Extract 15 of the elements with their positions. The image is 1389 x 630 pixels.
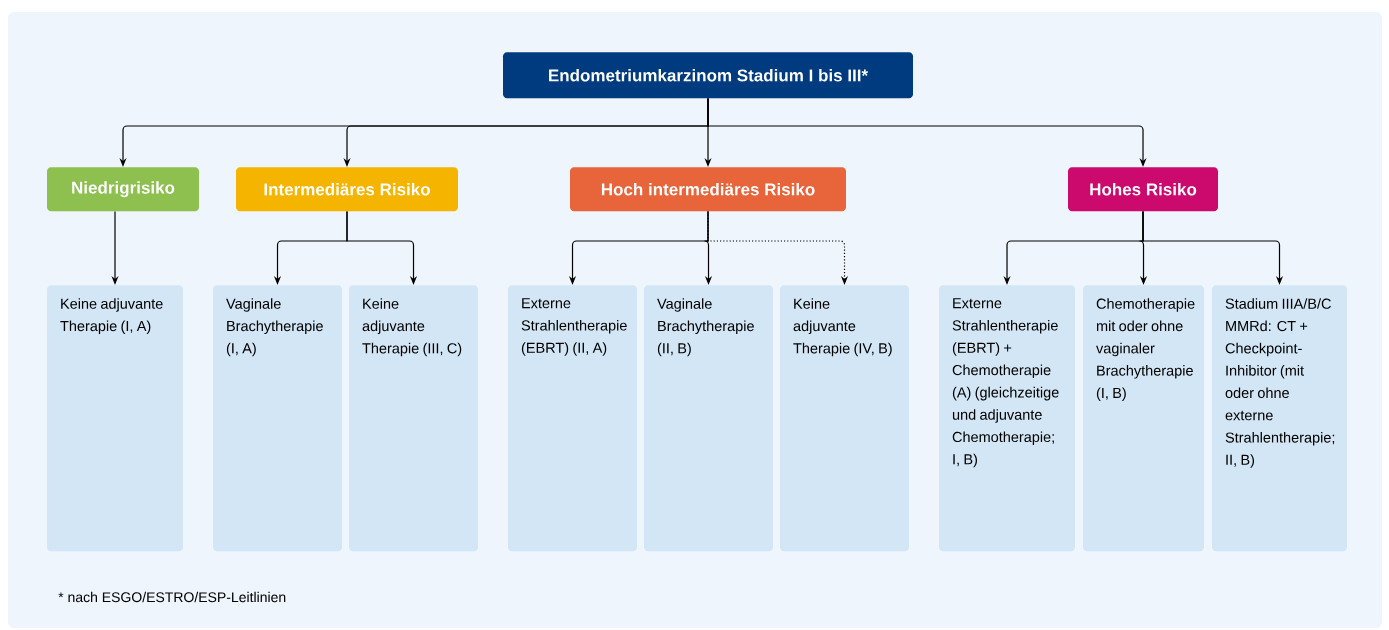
therapy-box: Keine adjuvante Therapie (I, A) [47,285,183,552]
therapy-box: Vaginale Brachytherapie (I, A) [213,285,342,552]
therapy-box: Vaginale Brachytherapie (II, B) [644,285,773,552]
therapy-box: Externe Strahlentherapie (EBRT) (II, A) [508,285,637,552]
risk-box: Hohes Risiko [1068,167,1218,212]
risk-box: Hoch intermediäres Risiko [570,167,846,212]
therapy-box: Stadium IIIA/B/C MMRd: CT + Checkpoint-Inhibitor (mit oder ohne externe Strahlentherapie; II, B) [1212,285,1347,552]
therapy-box: Externe Strahlentherapie (EBRT) + Chemotherapie (A) (gleichzeitige und adjuvante Chemotherapie; I, B) [939,285,1075,552]
therapy-box: Keine adjuvante Therapie (III, C) [349,285,478,552]
title-box: Endometriumkarzinom Stadium I bis III* [503,52,913,99]
therapy-box: Chemotherapie mit oder ohne vaginaler Brachytherapie (I, B) [1083,285,1204,552]
risk-box: Intermediäres Risiko [236,167,458,212]
therapy-box: Keine adjuvante Therapie (IV, B) [780,285,909,552]
footnote: * nach ESGO/ESTRO/ESP-Leitlinien [58,591,286,603]
risk-box: Niedrigrisiko [47,167,199,212]
